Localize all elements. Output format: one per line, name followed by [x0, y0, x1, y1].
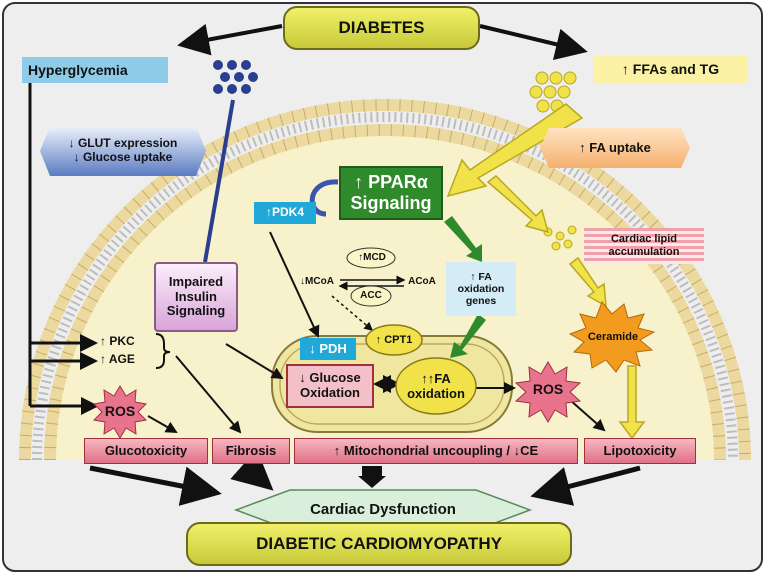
cardiac-lipid-line-2: accumulation [608, 246, 680, 258]
acc-label: ACC [360, 290, 382, 302]
hyperglycemia-box: Hyperglycemia [22, 57, 168, 83]
fa-oxidation-label: ↑↑FA oxidation [400, 368, 472, 406]
mcd-label: ↑MCD [358, 252, 386, 264]
glut-box: ↓ GLUT expression ↓ Glucose uptake [40, 126, 206, 176]
glucose-ox-line-1: ↓ Glucose [299, 370, 361, 386]
ppar-line-2: Signaling [350, 193, 432, 213]
diabetes-title: DIABETES [283, 6, 480, 50]
arrow-age-fibrosis [175, 355, 242, 434]
lipotoxicity-box: Lipotoxicity [584, 438, 696, 464]
glut-line-2: ↓ Glucose uptake [73, 150, 173, 164]
fa-genes-line-3: genes [465, 295, 497, 308]
age-label: ↑ AGE [100, 352, 135, 367]
mcoa-label: ↓MCoA [300, 276, 334, 288]
arrow-to-ceramide [568, 256, 607, 308]
pdh-box: ↓ PDH [300, 338, 356, 360]
cpt1-shape [365, 324, 423, 356]
impaired-insulin-box: Impaired Insulin Signaling [154, 262, 238, 332]
fa-oxidation-genes-box: ↑ FA oxidation genes [446, 262, 516, 316]
glucose-molecules-icon [213, 60, 258, 94]
fa-oxidation-shape [395, 357, 477, 415]
membrane-tails [32, 112, 738, 461]
ceramide-shape [568, 301, 656, 373]
arrow-insulin-glucose-ox [225, 343, 284, 380]
fa-ox-line-1: ↑↑FA [421, 371, 451, 387]
glut-line-1: ↓ GLUT expression [68, 136, 178, 151]
cpt1-label: ↑ CPT1 [375, 333, 413, 346]
ppar-signaling-box: ↑ PPARα Signaling [339, 166, 443, 220]
arrow-diabetes-hyperglycemia [177, 23, 283, 56]
arrow-mito-dysfunction [362, 466, 382, 478]
acoa-label: ACoA [408, 276, 436, 288]
arrow-mito-dysfunction-head [358, 476, 386, 488]
fa-genes-line-2: oxidation [457, 282, 505, 295]
membrane-inner-leaflet [44, 124, 726, 461]
mitochondrial-uncoupling-box: ↑ Mitochondrial uncoupling / ↓CE [294, 438, 578, 464]
mcd-shape [346, 247, 396, 269]
arrow-fibrosis-dysfunction [230, 449, 274, 491]
ros-right-label: ROS [532, 380, 564, 397]
ceramide-label: Ceramide [587, 330, 639, 343]
pdk4-box: ↑PDK4 [254, 202, 316, 224]
arrow-ros-glucotoxicity [147, 415, 178, 433]
fa-ox-line-2: oxidation [407, 386, 465, 401]
pkc-age-brace [155, 333, 171, 369]
cardiac-lipid-box: Cardiac lipid accumulation [584, 228, 704, 264]
arrow-genes-fa-oxidation [450, 314, 486, 358]
arrow-ffas-ppar [446, 103, 584, 198]
ros-right-shape [514, 361, 582, 423]
ros-left-label: ROS [104, 402, 136, 419]
glucose-ox-line-2: Oxidation [300, 385, 360, 400]
lipid-droplets-icon [529, 71, 577, 113]
arrow-ppar-fa-genes [444, 216, 482, 262]
arrow-ppar-pdk4 [309, 179, 339, 217]
cardiac-lipid-line-1: Cardiac lipid [610, 233, 678, 246]
glucose-oxidation-box: ↓ Glucose Oxidation [286, 364, 374, 408]
glucose-entry-line [203, 99, 235, 263]
diabetic-cardiomyopathy-title: DIABETIC CARDIOMYOPATHY [186, 522, 572, 566]
arrow-diabetes-ffas [479, 24, 588, 60]
ppar-line-1: ↑ PPARα [354, 172, 428, 193]
glucotoxicity-box: Glucotoxicity [84, 438, 208, 464]
arrow-lipotoxicity-dysfunction [530, 465, 641, 506]
fa-uptake-box: ↑ FA uptake [540, 128, 690, 168]
fibrosis-box: Fibrosis [212, 438, 290, 464]
impaired-line-2: Insulin [175, 288, 217, 304]
pkc-label: ↑ PKC [100, 334, 135, 349]
arrow-mcoa-cpt1 [331, 295, 374, 331]
ffas-tg-box: ↑ FFAs and TG [593, 55, 748, 83]
membrane-outer-leaflet [19, 99, 751, 461]
fa-genes-line-1: ↑ FA [470, 270, 492, 283]
arrow-ros-lipotoxicity [569, 399, 606, 432]
arrow-ceramide-lipotoxicity [618, 365, 646, 440]
arrow-lipid-accumulation [486, 175, 550, 234]
impaired-line-3: Signaling [166, 303, 226, 319]
arrow-pdk4-pdh [269, 231, 320, 338]
arrow-glucotoxicity-dysfunction [89, 465, 222, 506]
cardiac-dysfunction-label: Cardiac Dysfunction [310, 501, 456, 519]
impaired-line-1: Impaired [168, 273, 224, 289]
acc-shape [350, 285, 392, 307]
